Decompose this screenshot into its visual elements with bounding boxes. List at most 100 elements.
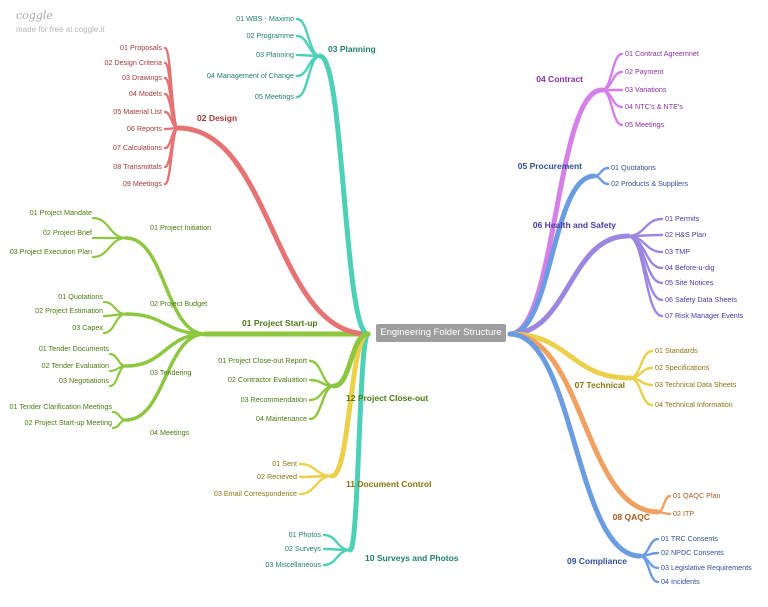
leaf-line bbox=[592, 174, 610, 186]
leaf-01-project-mandate[interactable]: 01 Project Mandate bbox=[30, 208, 92, 217]
sub-branch-label-04-meetings[interactable]: 04 Meetings bbox=[150, 428, 190, 437]
leaf-02-contractor-evaluation[interactable]: 02 Contractor Evaluation bbox=[228, 375, 307, 384]
leaf-line bbox=[108, 352, 128, 368]
leaf-03-email-correspondence[interactable]: 03 Email Correspondence bbox=[214, 489, 297, 498]
branch-label-08[interactable]: 08 QAQC bbox=[613, 512, 650, 522]
leaf-06-safety-data-sheets[interactable]: 06 Safety Data Sheets bbox=[665, 295, 737, 304]
leaf-01-tender-clarification-meetings[interactable]: 01 Tender Clarification Meetings bbox=[9, 402, 112, 411]
branch-line-09 bbox=[507, 331, 643, 559]
branch-label-04[interactable]: 04 Contract bbox=[536, 74, 583, 84]
leaf-04-maintenance[interactable]: 04 Maintenance bbox=[256, 414, 307, 423]
leaf-02-products-suppliers[interactable]: 02 Products & Suppliers bbox=[611, 179, 689, 188]
branch-label-10[interactable]: 10 Surveys and Photos bbox=[365, 553, 459, 563]
leaf-01-qaqc-plan[interactable]: 01 QAQC Plan bbox=[673, 491, 721, 500]
branch-label-01[interactable]: 01 Project Start-up bbox=[242, 318, 318, 328]
leaf-01-standards[interactable]: 01 Standards bbox=[655, 346, 698, 355]
branch-line-03 bbox=[317, 53, 371, 337]
leaf-04-before-u-dig[interactable]: 04 Before-u-dig bbox=[665, 263, 715, 272]
leaf-03-tmp[interactable]: 03 TMP bbox=[665, 247, 690, 256]
leaf-03-planning[interactable]: 03 Planning bbox=[256, 50, 294, 59]
leaf-02-h-s-plan[interactable]: 02 H&S Plan bbox=[665, 230, 706, 239]
coggle-logo[interactable]: coggle bbox=[16, 9, 53, 22]
leaf-02-payment[interactable]: 02 Payment bbox=[625, 67, 663, 76]
leaf-line bbox=[322, 548, 352, 567]
sub-branch-label-02-project-budget[interactable]: 02 Project Budget bbox=[150, 299, 207, 308]
leaf-03-miscellaneous[interactable]: 03 Miscellaneous bbox=[265, 560, 321, 569]
branch-line-10 bbox=[347, 331, 371, 553]
leaf-line bbox=[295, 54, 322, 99]
leaf-01-contract-agreemnet[interactable]: 01 Contract Agreemnet bbox=[625, 49, 699, 58]
branch-label-06[interactable]: 06 Health and Safety bbox=[533, 220, 616, 230]
leaf-line bbox=[656, 510, 672, 516]
leaf-07-calculations[interactable]: 07 Calculations bbox=[113, 143, 163, 152]
branch-label-12[interactable]: 12 Project Close-out bbox=[346, 393, 428, 403]
leaf-01-permits[interactable]: 01 Permits bbox=[665, 214, 700, 223]
leaf-04-ntc-s-nte-s[interactable]: 04 NTC's & NTE's bbox=[625, 102, 683, 111]
leaf-03-variations[interactable]: 03 Variations bbox=[625, 85, 667, 94]
leaf-line bbox=[626, 217, 664, 238]
branch-line-02 bbox=[175, 125, 371, 337]
leaf-05-meetings[interactable]: 05 Meetings bbox=[625, 120, 665, 129]
leaf-02-recieved[interactable]: 02 Recieved bbox=[257, 472, 297, 481]
branch-line-11 bbox=[329, 331, 371, 479]
leaf-02-design-criteria[interactable]: 02 Design Criteria bbox=[104, 58, 162, 67]
leaf-02-project-start-up-meeting[interactable]: 02 Project Start-up Meeting bbox=[25, 418, 113, 427]
leaf-04-technical-information[interactable]: 04 Technical Information bbox=[655, 400, 733, 409]
leaf-08-transmittals[interactable]: 08 Transmittals bbox=[113, 162, 162, 171]
leaf-07-risk-manager-events[interactable]: 07 Risk Manager Events bbox=[665, 311, 744, 320]
leaf-03-negotiations[interactable]: 03 Negotiations bbox=[59, 376, 109, 385]
branch-label-03[interactable]: 03 Planning bbox=[328, 44, 376, 54]
branch-label-05[interactable]: 05 Procurement bbox=[518, 161, 582, 171]
leaf-05-meetings[interactable]: 05 Meetings bbox=[255, 92, 295, 101]
leaf-line bbox=[91, 216, 128, 240]
leaf-02-itp[interactable]: 02 ITP bbox=[673, 509, 694, 518]
leaf-line bbox=[600, 88, 624, 127]
leaf-04-models[interactable]: 04 Models bbox=[129, 89, 163, 98]
leaf-03-project-execution-plan[interactable]: 03 Project Execution Plan bbox=[10, 247, 92, 256]
leaf-line bbox=[626, 234, 664, 318]
leaf-02-project-brief[interactable]: 02 Project Brief bbox=[43, 228, 92, 237]
root-node[interactable]: Engineering Folder Structure bbox=[376, 324, 506, 342]
leaf-03-capex[interactable]: 03 Capex bbox=[72, 323, 103, 332]
leaf-01-trc-consents[interactable]: 01 TRC Consents bbox=[661, 534, 718, 543]
leaf-line bbox=[102, 300, 128, 316]
leaf-01-project-close-out-report[interactable]: 01 Project Close-out Report bbox=[218, 356, 307, 365]
sub-branch-label-01-project-initiation[interactable]: 01 Project Initiation bbox=[150, 223, 211, 232]
leaf-03-technical-data-sheets[interactable]: 03 Technical Data Sheets bbox=[655, 380, 737, 389]
branch-label-11[interactable]: 11 Document Control bbox=[346, 479, 431, 489]
leaf-09-meetings[interactable]: 09 Meetings bbox=[123, 179, 163, 188]
leaf-03-drawings[interactable]: 03 Drawings bbox=[122, 73, 162, 82]
leaf-04-management-of-change[interactable]: 04 Management of Change bbox=[207, 71, 294, 80]
leaf-01-quotations[interactable]: 01 Quotations bbox=[58, 292, 103, 301]
leaf-01-proposals[interactable]: 01 Proposals bbox=[120, 43, 162, 52]
leaf-02-tender-evaluation[interactable]: 02 Tender Evaluation bbox=[42, 361, 109, 370]
leaf-01-tender-documents[interactable]: 01 Tender Documents bbox=[39, 344, 110, 353]
leaf-02-surveys[interactable]: 02 Surveys bbox=[285, 544, 321, 553]
tagline[interactable]: made for free at coggle.it bbox=[16, 25, 105, 34]
leaf-04-incidents[interactable]: 04 Incidents bbox=[661, 577, 700, 586]
leaf-line bbox=[163, 126, 180, 186]
leaf-05-site-notices[interactable]: 05 Site Notices bbox=[665, 278, 714, 287]
sub-branch-line bbox=[124, 236, 207, 336]
leaf-02-specifications[interactable]: 02 Specifications bbox=[655, 363, 710, 372]
leaf-line bbox=[628, 366, 654, 380]
leaf-01-quotations[interactable]: 01 Quotations bbox=[611, 163, 656, 172]
branch-label-07[interactable]: 07 Technical bbox=[575, 380, 625, 390]
leaf-01-photos[interactable]: 01 Photos bbox=[289, 530, 322, 539]
leaf-02-project-estimation[interactable]: 02 Project Estimation bbox=[35, 306, 103, 315]
leaf-05-material-list[interactable]: 05 Material List bbox=[113, 107, 162, 116]
leaf-02-npdc-consents[interactable]: 02 NPDC Consents bbox=[661, 548, 724, 557]
branch-label-09[interactable]: 09 Compliance bbox=[567, 556, 627, 566]
leaf-01-wbs-maximo[interactable]: 01 WBS - Maximo bbox=[236, 14, 294, 23]
leaf-line bbox=[638, 554, 660, 584]
leaf-01-sent[interactable]: 01 Sent bbox=[272, 459, 297, 468]
sub-branch-label-03-tendering[interactable]: 03 Tendering bbox=[150, 368, 191, 377]
leaf-03-legislative-requirements[interactable]: 03 Legislative Requirements bbox=[661, 563, 752, 572]
leaf-02-programme[interactable]: 02 Programme bbox=[246, 31, 294, 40]
leaf-06-reports[interactable]: 06 Reports bbox=[127, 124, 163, 133]
branch-label-02[interactable]: 02 Design bbox=[197, 113, 237, 123]
leaf-line bbox=[656, 494, 672, 514]
leaf-line bbox=[298, 462, 334, 478]
leaf-line bbox=[111, 418, 128, 430]
leaf-03-recommendation[interactable]: 03 Recommendation bbox=[241, 395, 307, 404]
